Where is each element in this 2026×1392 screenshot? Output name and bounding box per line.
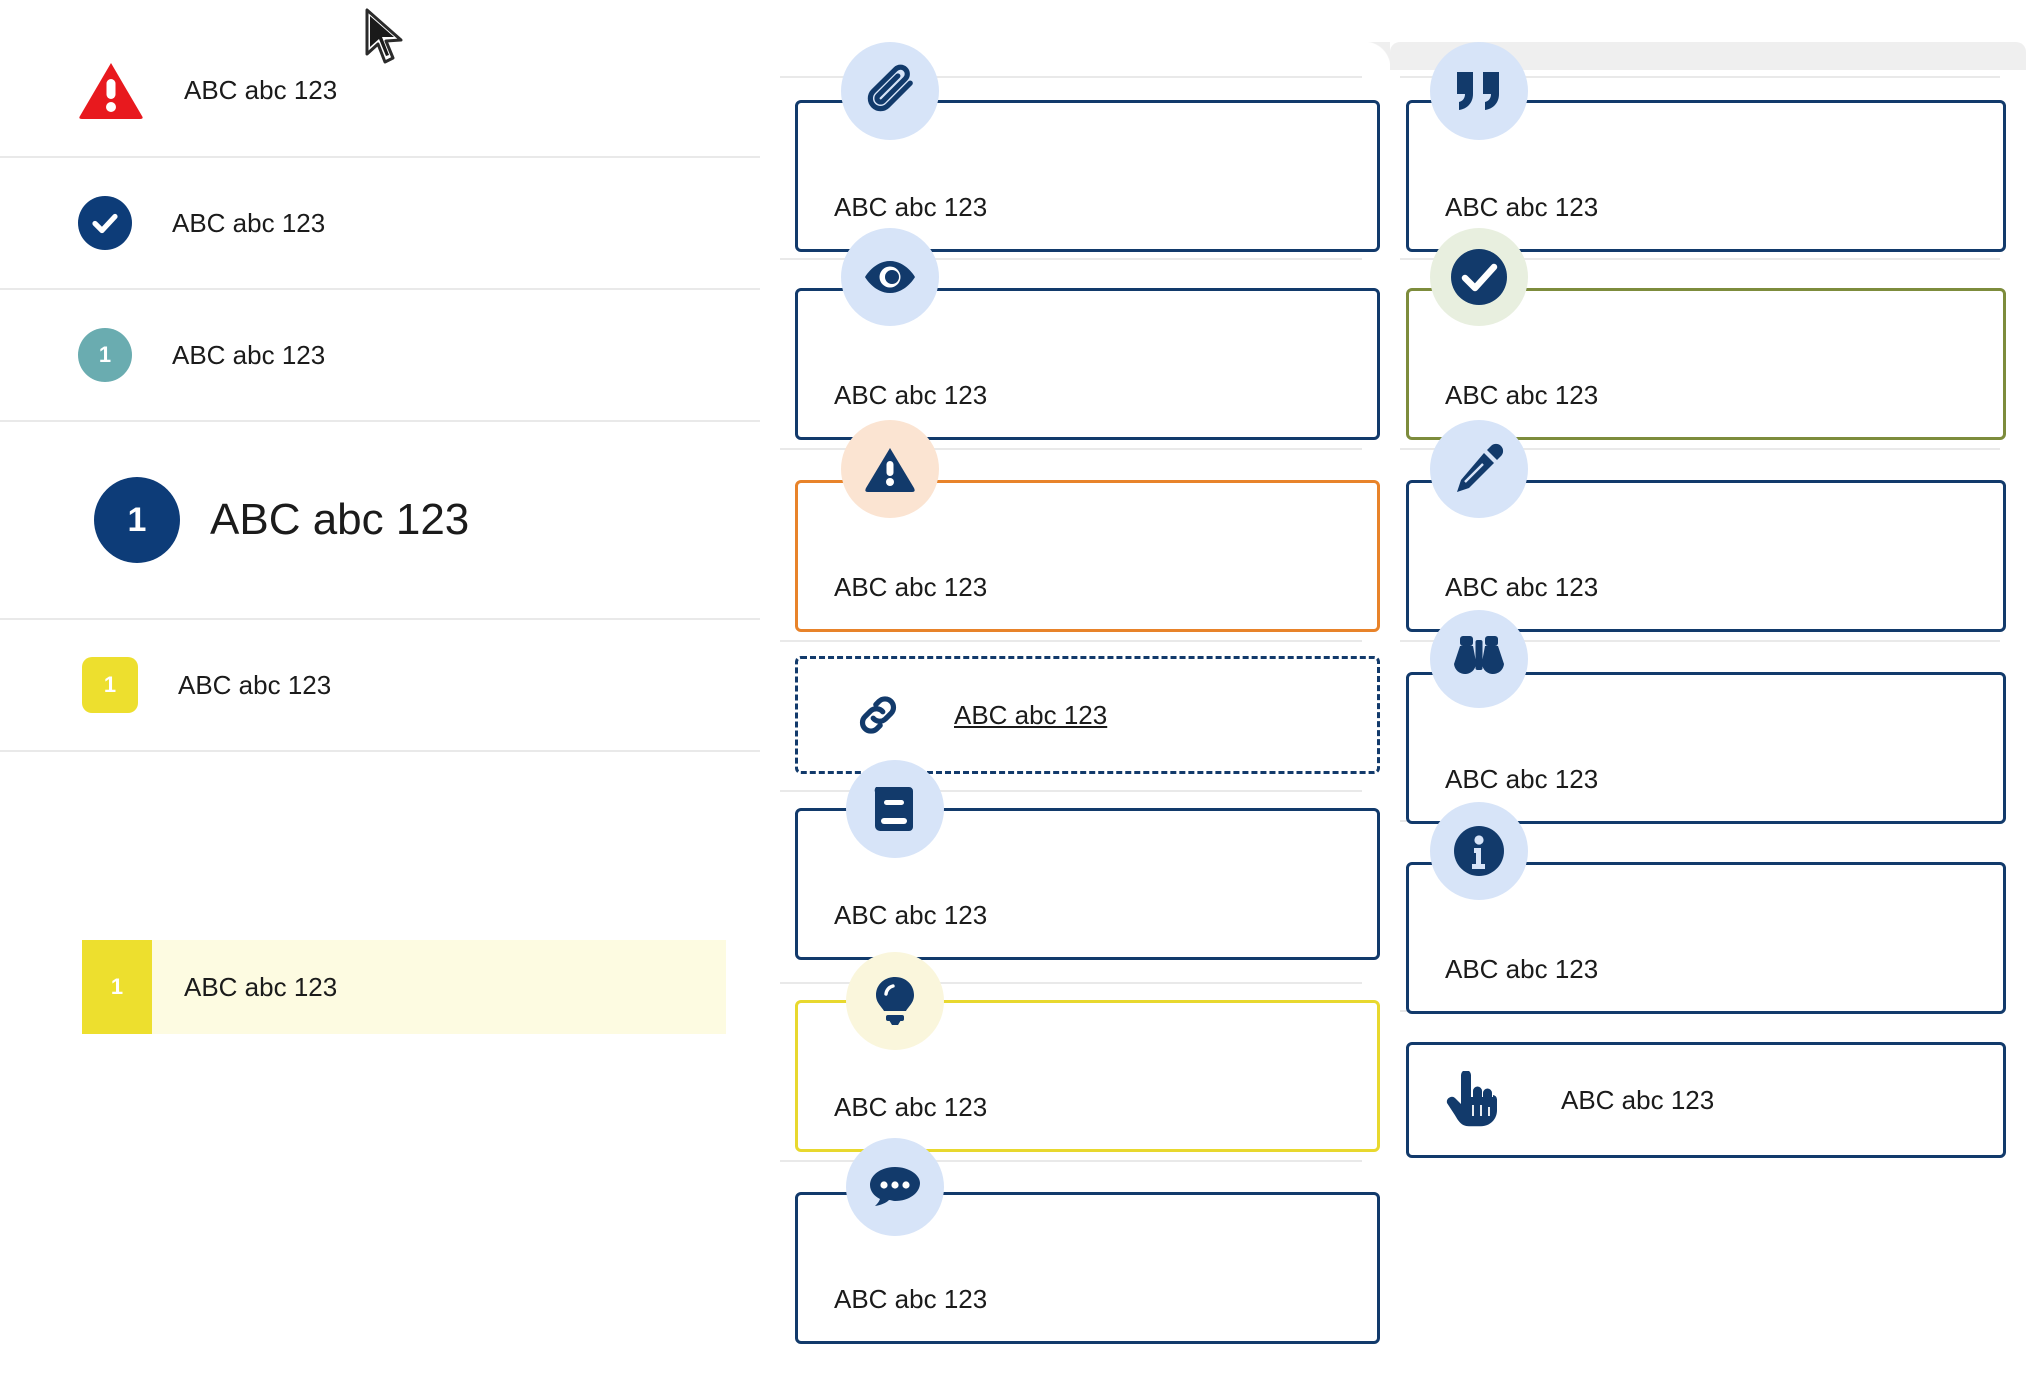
divider bbox=[780, 76, 1362, 78]
card-action[interactable]: ABC abc 123 bbox=[1406, 1042, 2006, 1158]
divider bbox=[780, 1160, 1362, 1162]
sidebar-item-label-selected: ABC abc 123 bbox=[184, 971, 338, 1002]
divider bbox=[780, 982, 1362, 984]
sidebar-item-numbered-teal[interactable]: 1 ABC abc 123 bbox=[0, 288, 760, 420]
sidebar-item-label: ABC abc 123 bbox=[178, 669, 332, 700]
divider bbox=[780, 640, 1362, 642]
warning-triangle-icon bbox=[841, 420, 939, 518]
pointing-hand-icon bbox=[1445, 1071, 1497, 1129]
comment-icon bbox=[846, 1138, 944, 1236]
card-label: ABC abc 123 bbox=[834, 380, 988, 410]
divider bbox=[780, 258, 1362, 260]
card-review[interactable]: ABC abc 123 bbox=[1406, 672, 2006, 824]
sidebar-item-selected-divider bbox=[0, 750, 760, 892]
warning-triangle-icon bbox=[78, 61, 144, 119]
card-label: ABC abc 123 bbox=[1445, 954, 1599, 984]
sidebar-item-numbered-navy-large[interactable]: 1 ABC abc 123 bbox=[0, 420, 760, 618]
divider bbox=[780, 448, 1362, 450]
lightbulb-icon bbox=[846, 952, 944, 1050]
check-circle-icon bbox=[78, 196, 132, 250]
card-label: ABC abc 123 bbox=[834, 1092, 988, 1122]
sidebar-item-numbered-yellow[interactable]: 1 ABC abc 123 bbox=[0, 618, 760, 750]
sidebar-item-selected[interactable]: 1 ABC abc 123 bbox=[82, 940, 726, 1034]
card-label: ABC abc 123 bbox=[834, 1284, 988, 1314]
card-label: ABC abc 123 bbox=[1445, 380, 1599, 410]
card-label: ABC abc 123 bbox=[834, 192, 988, 222]
binoculars-icon bbox=[1430, 610, 1528, 708]
sidebar-item-label: ABC abc 123 bbox=[172, 207, 326, 238]
divider bbox=[1400, 640, 2000, 642]
card-label: ABC abc 123 bbox=[834, 572, 988, 602]
card-label: ABC abc 123 bbox=[1445, 764, 1599, 794]
number-badge-yellow-selected: 1 bbox=[82, 940, 152, 1034]
card-label: ABC abc 123 bbox=[1445, 572, 1599, 602]
card-link[interactable]: ABC abc 123 bbox=[795, 656, 1380, 774]
check-circle-icon bbox=[1430, 228, 1528, 326]
card-link-label[interactable]: ABC abc 123 bbox=[954, 699, 1108, 730]
divider bbox=[1400, 258, 2000, 260]
quote-icon bbox=[1430, 42, 1528, 140]
sidebar-item-label: ABC abc 123 bbox=[172, 339, 326, 370]
sidebar: ABC abc 123 ABC abc 123 1 ABC abc 123 1 … bbox=[0, 0, 760, 1392]
paperclip-icon bbox=[841, 42, 939, 140]
number-badge-teal: 1 bbox=[78, 328, 132, 382]
info-icon bbox=[1430, 802, 1528, 900]
pencil-icon bbox=[1430, 420, 1528, 518]
divider bbox=[780, 790, 1362, 792]
card-label: ABC abc 123 bbox=[1561, 1084, 1715, 1115]
sidebar-item-label: ABC abc 123 bbox=[184, 74, 338, 105]
mouse-pointer bbox=[365, 8, 403, 64]
divider bbox=[1400, 448, 2000, 450]
sidebar-item-check[interactable]: ABC abc 123 bbox=[0, 156, 760, 288]
card-label: ABC abc 123 bbox=[834, 900, 988, 930]
link-icon bbox=[854, 691, 902, 739]
divider bbox=[1400, 76, 2000, 78]
card-label: ABC abc 123 bbox=[1445, 192, 1599, 222]
eye-icon bbox=[841, 228, 939, 326]
number-badge-yellow: 1 bbox=[82, 657, 138, 713]
sidebar-item-warning[interactable]: ABC abc 123 bbox=[0, 24, 760, 156]
number-badge-navy-large: 1 bbox=[94, 477, 180, 563]
card-warning[interactable]: ABC abc 123 bbox=[795, 480, 1380, 632]
book-icon bbox=[846, 760, 944, 858]
sidebar-item-label-large: ABC abc 123 bbox=[210, 495, 470, 544]
